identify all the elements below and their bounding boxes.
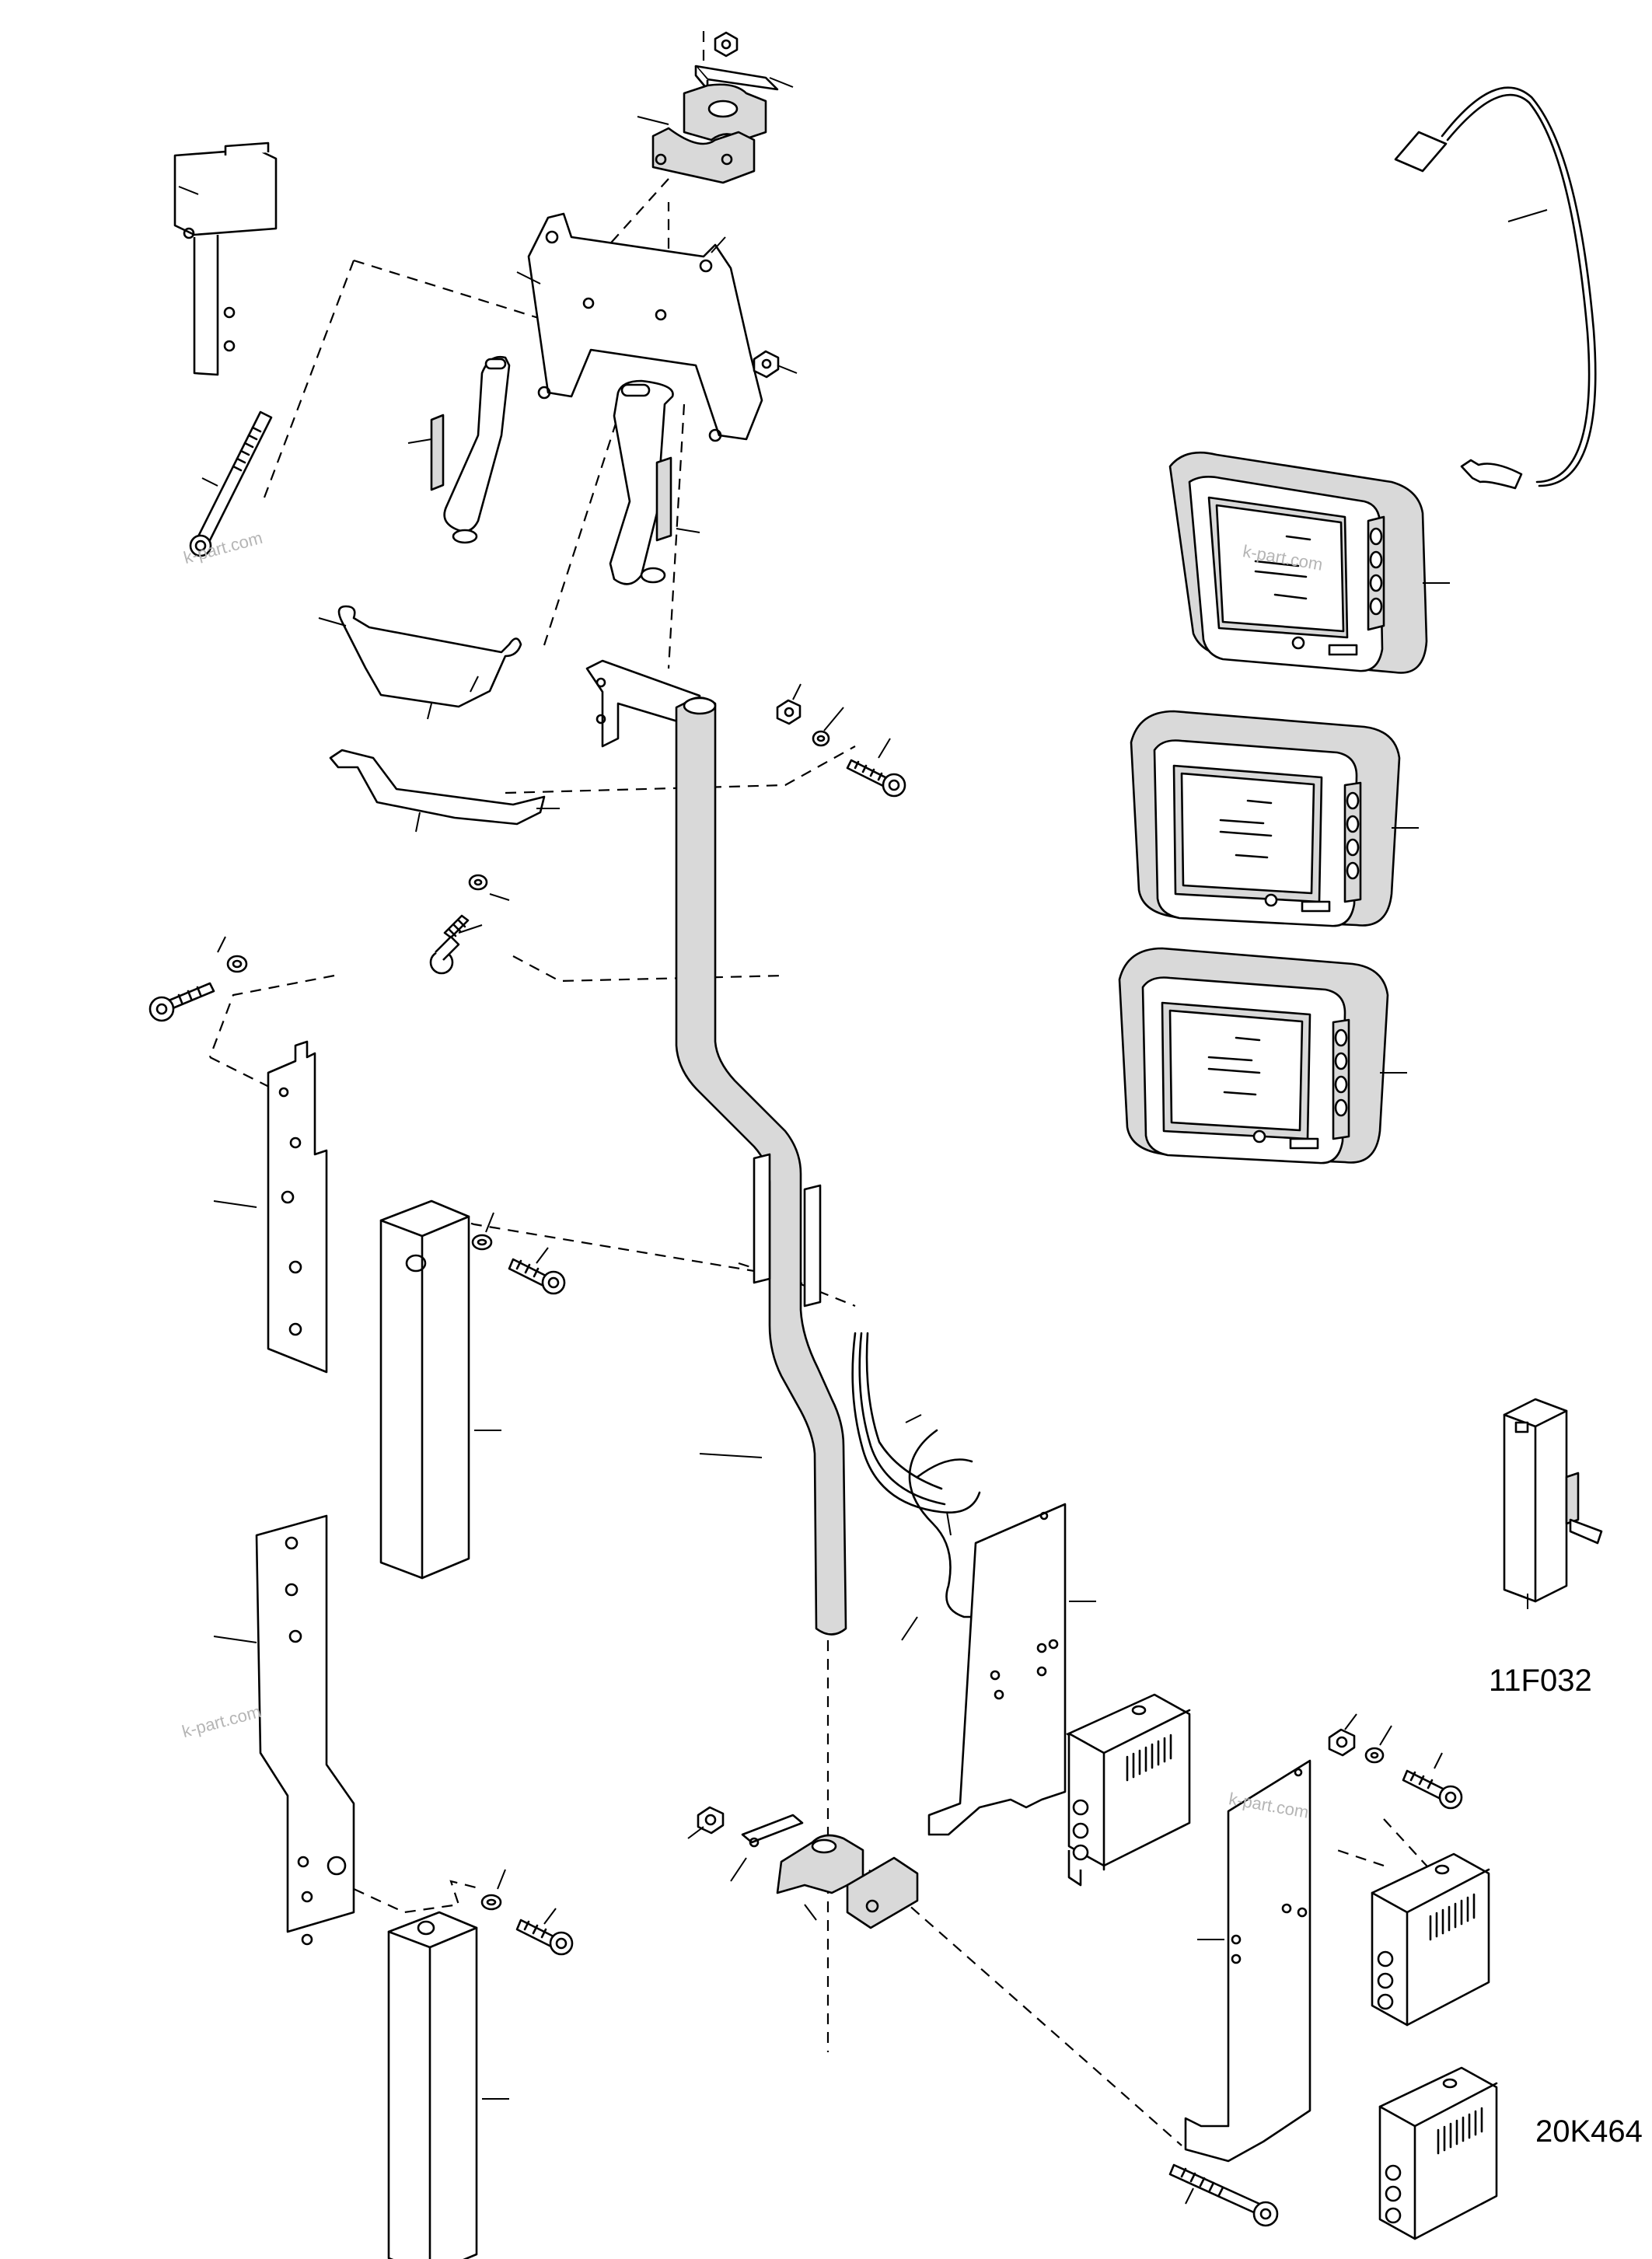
power-box-right-upper bbox=[1371, 1852, 1490, 2027]
bottom-clamp-assembly bbox=[687, 1806, 919, 1929]
monitor-3 bbox=[1118, 947, 1407, 1164]
part-code-power: 20K464 bbox=[1535, 2114, 1643, 2149]
clamp-half-lower bbox=[651, 127, 756, 184]
washer-bolt-tube-upper bbox=[471, 1212, 566, 1295]
nut-washer-bolt-lower-right bbox=[1328, 1713, 1463, 1810]
mounting-plate bbox=[516, 212, 763, 442]
nut-washer-bolt-right bbox=[776, 683, 906, 798]
power-box-right-lower bbox=[1378, 2066, 1498, 2240]
part-code-fuse: 11F032 bbox=[1489, 1664, 1592, 1698]
hex-nut-top bbox=[714, 31, 739, 58]
power-box-center bbox=[1067, 1693, 1191, 1887]
top-clamp-assembly bbox=[637, 31, 794, 184]
l-bracket bbox=[585, 659, 701, 748]
vertical-mount-plate-center bbox=[927, 1503, 1096, 1836]
fuse-holder bbox=[1503, 1398, 1603, 1609]
left-upright-plate-lower bbox=[213, 1514, 355, 1946]
long-bolt bbox=[189, 410, 273, 557]
wire-harness bbox=[851, 1332, 989, 1641]
hex-nut-plate bbox=[753, 350, 798, 379]
t-bracket bbox=[173, 141, 278, 376]
hook-bracket-lower bbox=[329, 749, 560, 833]
slotted-bracket-right bbox=[609, 379, 700, 585]
square-tube-upper bbox=[379, 1199, 501, 1580]
washer-bolt-left-top bbox=[148, 936, 248, 1022]
vertical-mount-plate-right bbox=[1184, 1759, 1311, 2163]
washer-bolt-left-mid bbox=[429, 874, 510, 975]
hook-bracket-upper bbox=[318, 605, 522, 720]
left-upright-plate-upper bbox=[213, 1040, 328, 1374]
monitor-1 bbox=[1168, 451, 1450, 674]
square-tube-lower bbox=[387, 1911, 509, 2259]
washer-bolt-tube-lower bbox=[480, 1869, 574, 1956]
monitor-2 bbox=[1130, 710, 1419, 927]
antenna-cable bbox=[1394, 86, 1597, 490]
pole-clip bbox=[753, 1153, 822, 1308]
slotted-bracket-left bbox=[407, 355, 511, 544]
long-bolt-bottom bbox=[1168, 2163, 1279, 2227]
